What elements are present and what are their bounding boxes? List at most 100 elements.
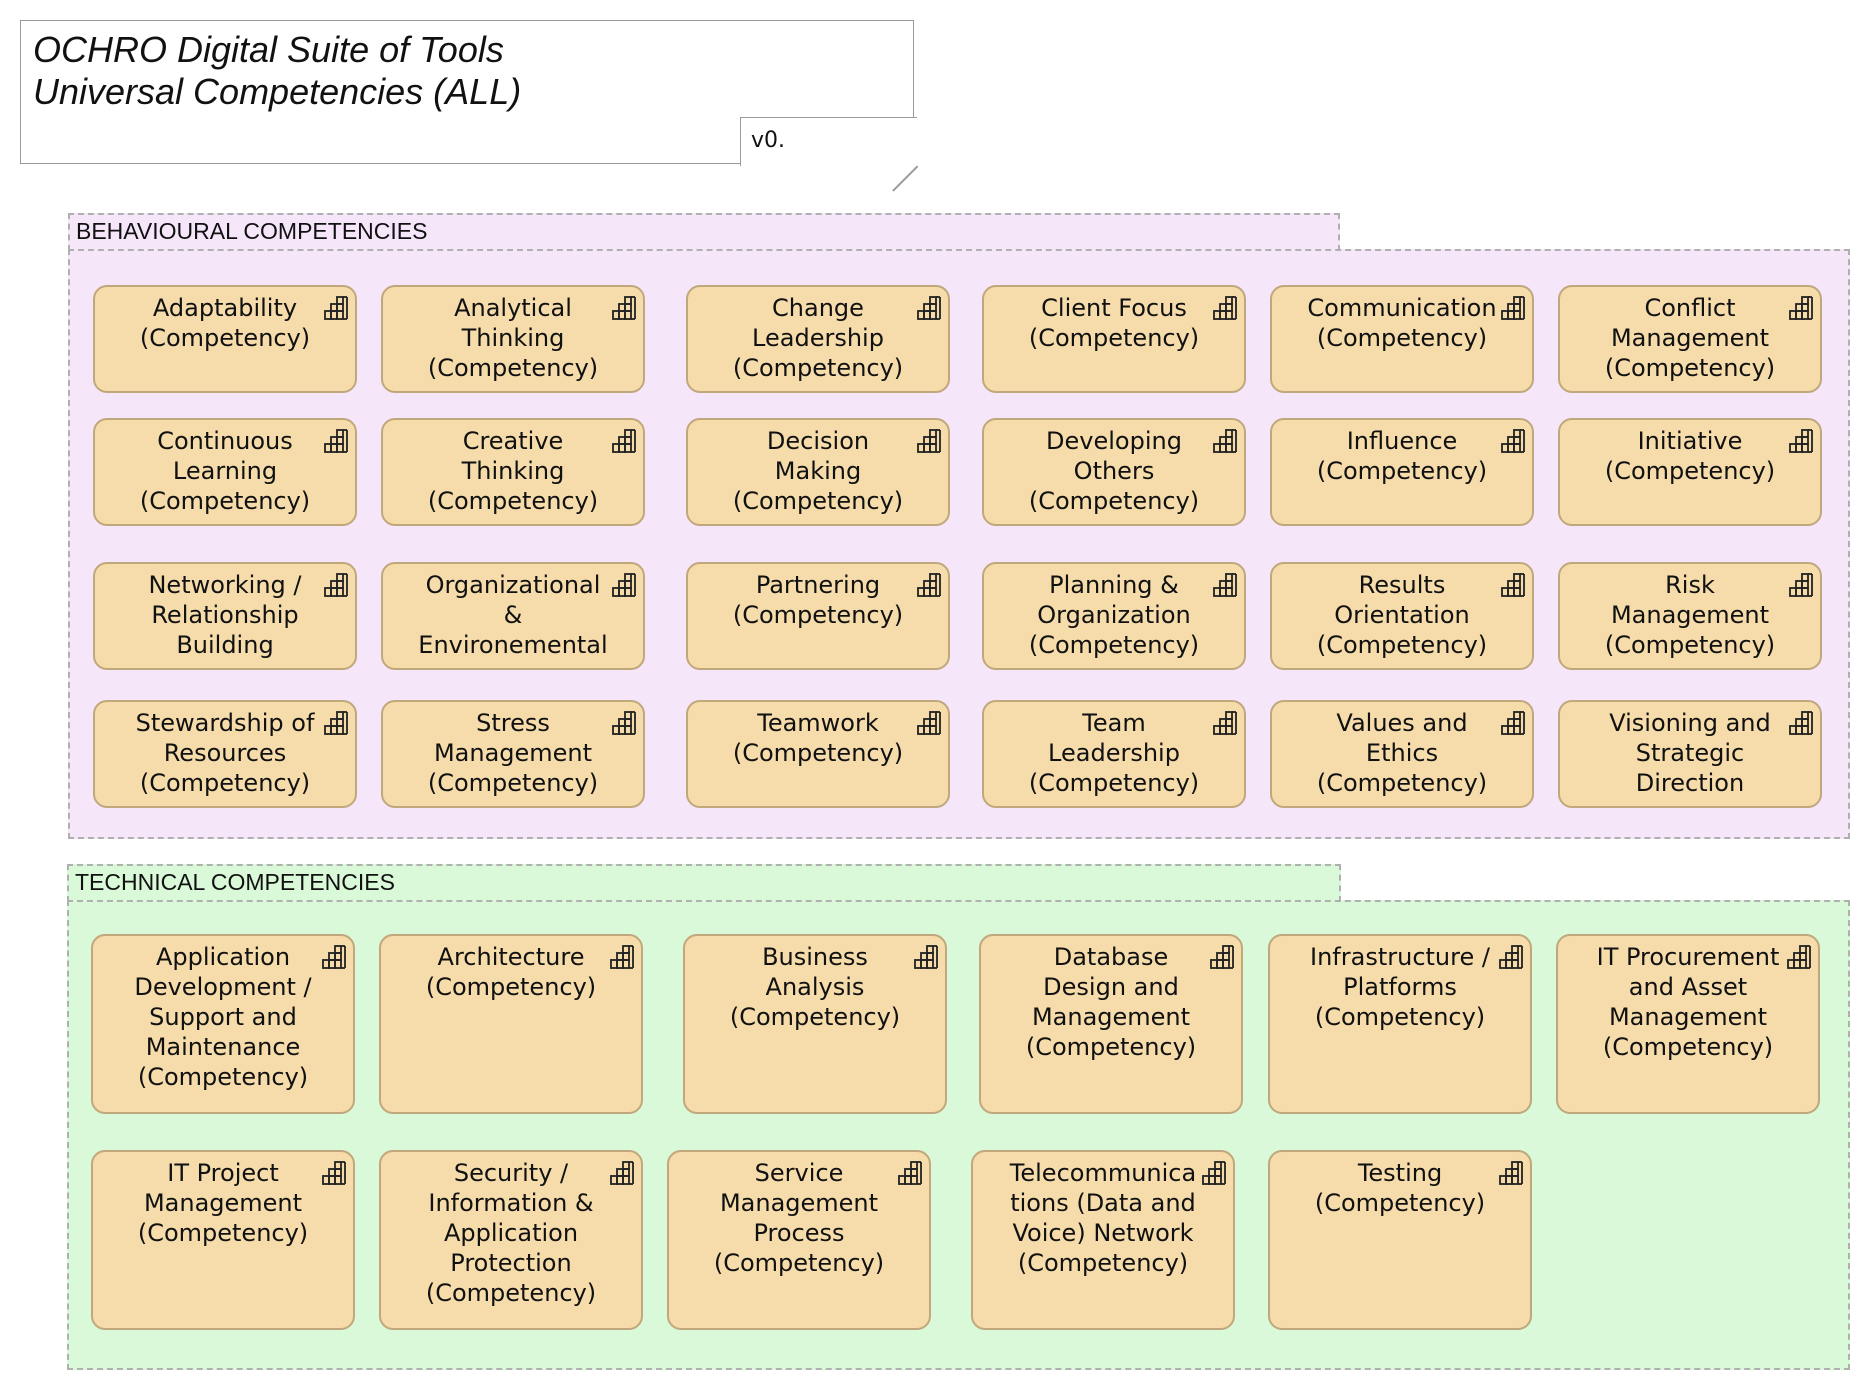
competency-staircase-icon (1500, 572, 1526, 598)
competency-staircase-icon (321, 944, 347, 970)
competency-staircase-icon (1788, 428, 1814, 454)
competency-staircase-icon (321, 1160, 347, 1186)
competency-staircase-icon (1500, 428, 1526, 454)
competency-staircase-icon (609, 944, 635, 970)
competency-staircase-icon (1201, 1160, 1227, 1186)
competency-staircase-icon (1498, 1160, 1524, 1186)
competency-label: Networking / Relationship Building (148, 571, 302, 659)
competency-label: Client Focus (Competency) (1028, 294, 1200, 352)
competency-staircase-icon (916, 295, 942, 321)
behavioural-competency-box[interactable]: Initiative (Competency) (1558, 418, 1822, 526)
behavioural-competency-box[interactable]: Partnering (Competency) (686, 562, 950, 670)
competency-label: Decision Making (Competency) (732, 427, 904, 515)
technical-competency-box[interactable]: Service Management Process (Competency) (667, 1150, 931, 1330)
behavioural-competency-box[interactable]: Adaptability (Competency) (93, 285, 357, 393)
competency-staircase-icon (323, 295, 349, 321)
diagram-title-line-1: OCHRO Digital Suite of Tools (33, 29, 504, 70)
competency-label: Stewardship of Resources (Competency) (135, 709, 315, 797)
competency-label: Database Design and Management (Competen… (1025, 943, 1197, 1061)
technical-competency-box[interactable]: IT Procurement and Asset Management (Com… (1556, 934, 1820, 1114)
diagram-title: OCHRO Digital Suite of Tools Universal C… (33, 29, 521, 113)
technical-group[interactable] (67, 900, 1850, 1370)
competency-staircase-icon (897, 1160, 923, 1186)
competency-label: Business Analysis (Competency) (729, 943, 901, 1031)
behavioural-competency-box[interactable]: Organizational & Environemental (381, 562, 645, 670)
technical-group-label: TECHNICAL COMPETENCIES (75, 869, 395, 895)
technical-competency-box[interactable]: Infrastructure / Platforms (Competency) (1268, 934, 1532, 1114)
behavioural-competency-box[interactable]: Developing Others (Competency) (982, 418, 1246, 526)
behavioural-competency-box[interactable]: Change Leadership (Competency) (686, 285, 950, 393)
competency-label: Infrastructure / Platforms (Competency) (1310, 943, 1490, 1031)
behavioural-competency-box[interactable]: Networking / Relationship Building (93, 562, 357, 670)
competency-label: Visioning and Strategic Direction (1609, 709, 1771, 797)
competency-label: Results Orientation (Competency) (1316, 571, 1488, 659)
behavioural-group[interactable] (68, 249, 1850, 839)
competency-label: Architecture (Competency) (425, 943, 597, 1001)
competency-staircase-icon (609, 1160, 635, 1186)
competency-label: IT Project Management (Competency) (137, 1159, 309, 1247)
behavioural-competency-box[interactable]: Team Leadership (Competency) (982, 700, 1246, 808)
competency-staircase-icon (1212, 710, 1238, 736)
competency-label: Developing Others (Competency) (1028, 427, 1200, 515)
competency-staircase-icon (611, 428, 637, 454)
technical-group-tab: TECHNICAL COMPETENCIES (67, 864, 1341, 902)
competency-label: Conflict Management (Competency) (1604, 294, 1776, 382)
behavioural-competency-box[interactable]: Influence (Competency) (1270, 418, 1534, 526)
competency-label: Teamwork (Competency) (732, 709, 904, 767)
behavioural-competency-box[interactable]: Stress Management (Competency) (381, 700, 645, 808)
competency-staircase-icon (611, 295, 637, 321)
competency-staircase-icon (1498, 944, 1524, 970)
competency-staircase-icon (913, 944, 939, 970)
technical-competency-box[interactable]: Telecommunica tions (Data and Voice) Net… (971, 1150, 1235, 1330)
competency-staircase-icon (1786, 944, 1812, 970)
competency-label: Risk Management (Competency) (1604, 571, 1776, 659)
behavioural-competency-box[interactable]: Results Orientation (Competency) (1270, 562, 1534, 670)
behavioural-competency-box[interactable]: Decision Making (Competency) (686, 418, 950, 526)
competency-label: Security / Information & Application Pro… (425, 1159, 597, 1307)
technical-competency-box[interactable]: Application Development / Support and Ma… (91, 934, 355, 1114)
technical-competency-box[interactable]: Architecture (Competency) (379, 934, 643, 1114)
competency-staircase-icon (323, 710, 349, 736)
competency-label: Organizational & Environemental (418, 571, 608, 659)
technical-competency-box[interactable]: Database Design and Management (Competen… (979, 934, 1243, 1114)
behavioural-competency-box[interactable]: Client Focus (Competency) (982, 285, 1246, 393)
behavioural-competency-box[interactable]: Visioning and Strategic Direction (1558, 700, 1822, 808)
behavioural-competency-box[interactable]: Values and Ethics (Competency) (1270, 700, 1534, 808)
competency-label: Partnering (Competency) (732, 571, 904, 629)
behavioural-group-label: BEHAVIOURAL COMPETENCIES (76, 218, 428, 244)
competency-label: Service Management Process (Competency) (713, 1159, 885, 1277)
competency-label: IT Procurement and Asset Management (Com… (1596, 943, 1780, 1061)
behavioural-competency-box[interactable]: Conflict Management (Competency) (1558, 285, 1822, 393)
competency-label: Change Leadership (Competency) (732, 294, 904, 382)
competency-staircase-icon (1500, 295, 1526, 321)
technical-competency-box[interactable]: Security / Information & Application Pro… (379, 1150, 643, 1330)
behavioural-competency-box[interactable]: Analytical Thinking (Competency) (381, 285, 645, 393)
competency-staircase-icon (1212, 295, 1238, 321)
competency-label: Analytical Thinking (Competency) (427, 294, 599, 382)
competency-staircase-icon (1788, 710, 1814, 736)
behavioural-competency-box[interactable]: Risk Management (Competency) (1558, 562, 1822, 670)
behavioural-competency-box[interactable]: Planning & Organization (Competency) (982, 562, 1246, 670)
technical-competency-box[interactable]: IT Project Management (Competency) (91, 1150, 355, 1330)
version-label: v0. (751, 128, 786, 153)
technical-competency-box[interactable]: Testing (Competency) (1268, 1150, 1532, 1330)
competency-staircase-icon (323, 572, 349, 598)
competency-label: Telecommunica tions (Data and Voice) Net… (1009, 1159, 1197, 1277)
competency-label: Team Leadership (Competency) (1028, 709, 1200, 797)
behavioural-competency-box[interactable]: Stewardship of Resources (Competency) (93, 700, 357, 808)
competency-staircase-icon (1212, 428, 1238, 454)
behavioural-competency-box[interactable]: Creative Thinking (Competency) (381, 418, 645, 526)
behavioural-competency-box[interactable]: Continuous Learning (Competency) (93, 418, 357, 526)
technical-competency-box[interactable]: Business Analysis (Competency) (683, 934, 947, 1114)
diagram-title-line-2: Universal Competencies (ALL) (33, 71, 522, 112)
competency-staircase-icon (1212, 572, 1238, 598)
behavioural-competency-box[interactable]: Communication (Competency) (1270, 285, 1534, 393)
competency-label: Influence (Competency) (1316, 427, 1488, 485)
competency-staircase-icon (611, 572, 637, 598)
competency-label: Adaptability (Competency) (139, 294, 311, 352)
competency-staircase-icon (323, 428, 349, 454)
competency-label: Continuous Learning (Competency) (139, 427, 311, 515)
behavioural-competency-box[interactable]: Teamwork (Competency) (686, 700, 950, 808)
competency-label: Values and Ethics (Competency) (1316, 709, 1488, 797)
competency-staircase-icon (1788, 572, 1814, 598)
